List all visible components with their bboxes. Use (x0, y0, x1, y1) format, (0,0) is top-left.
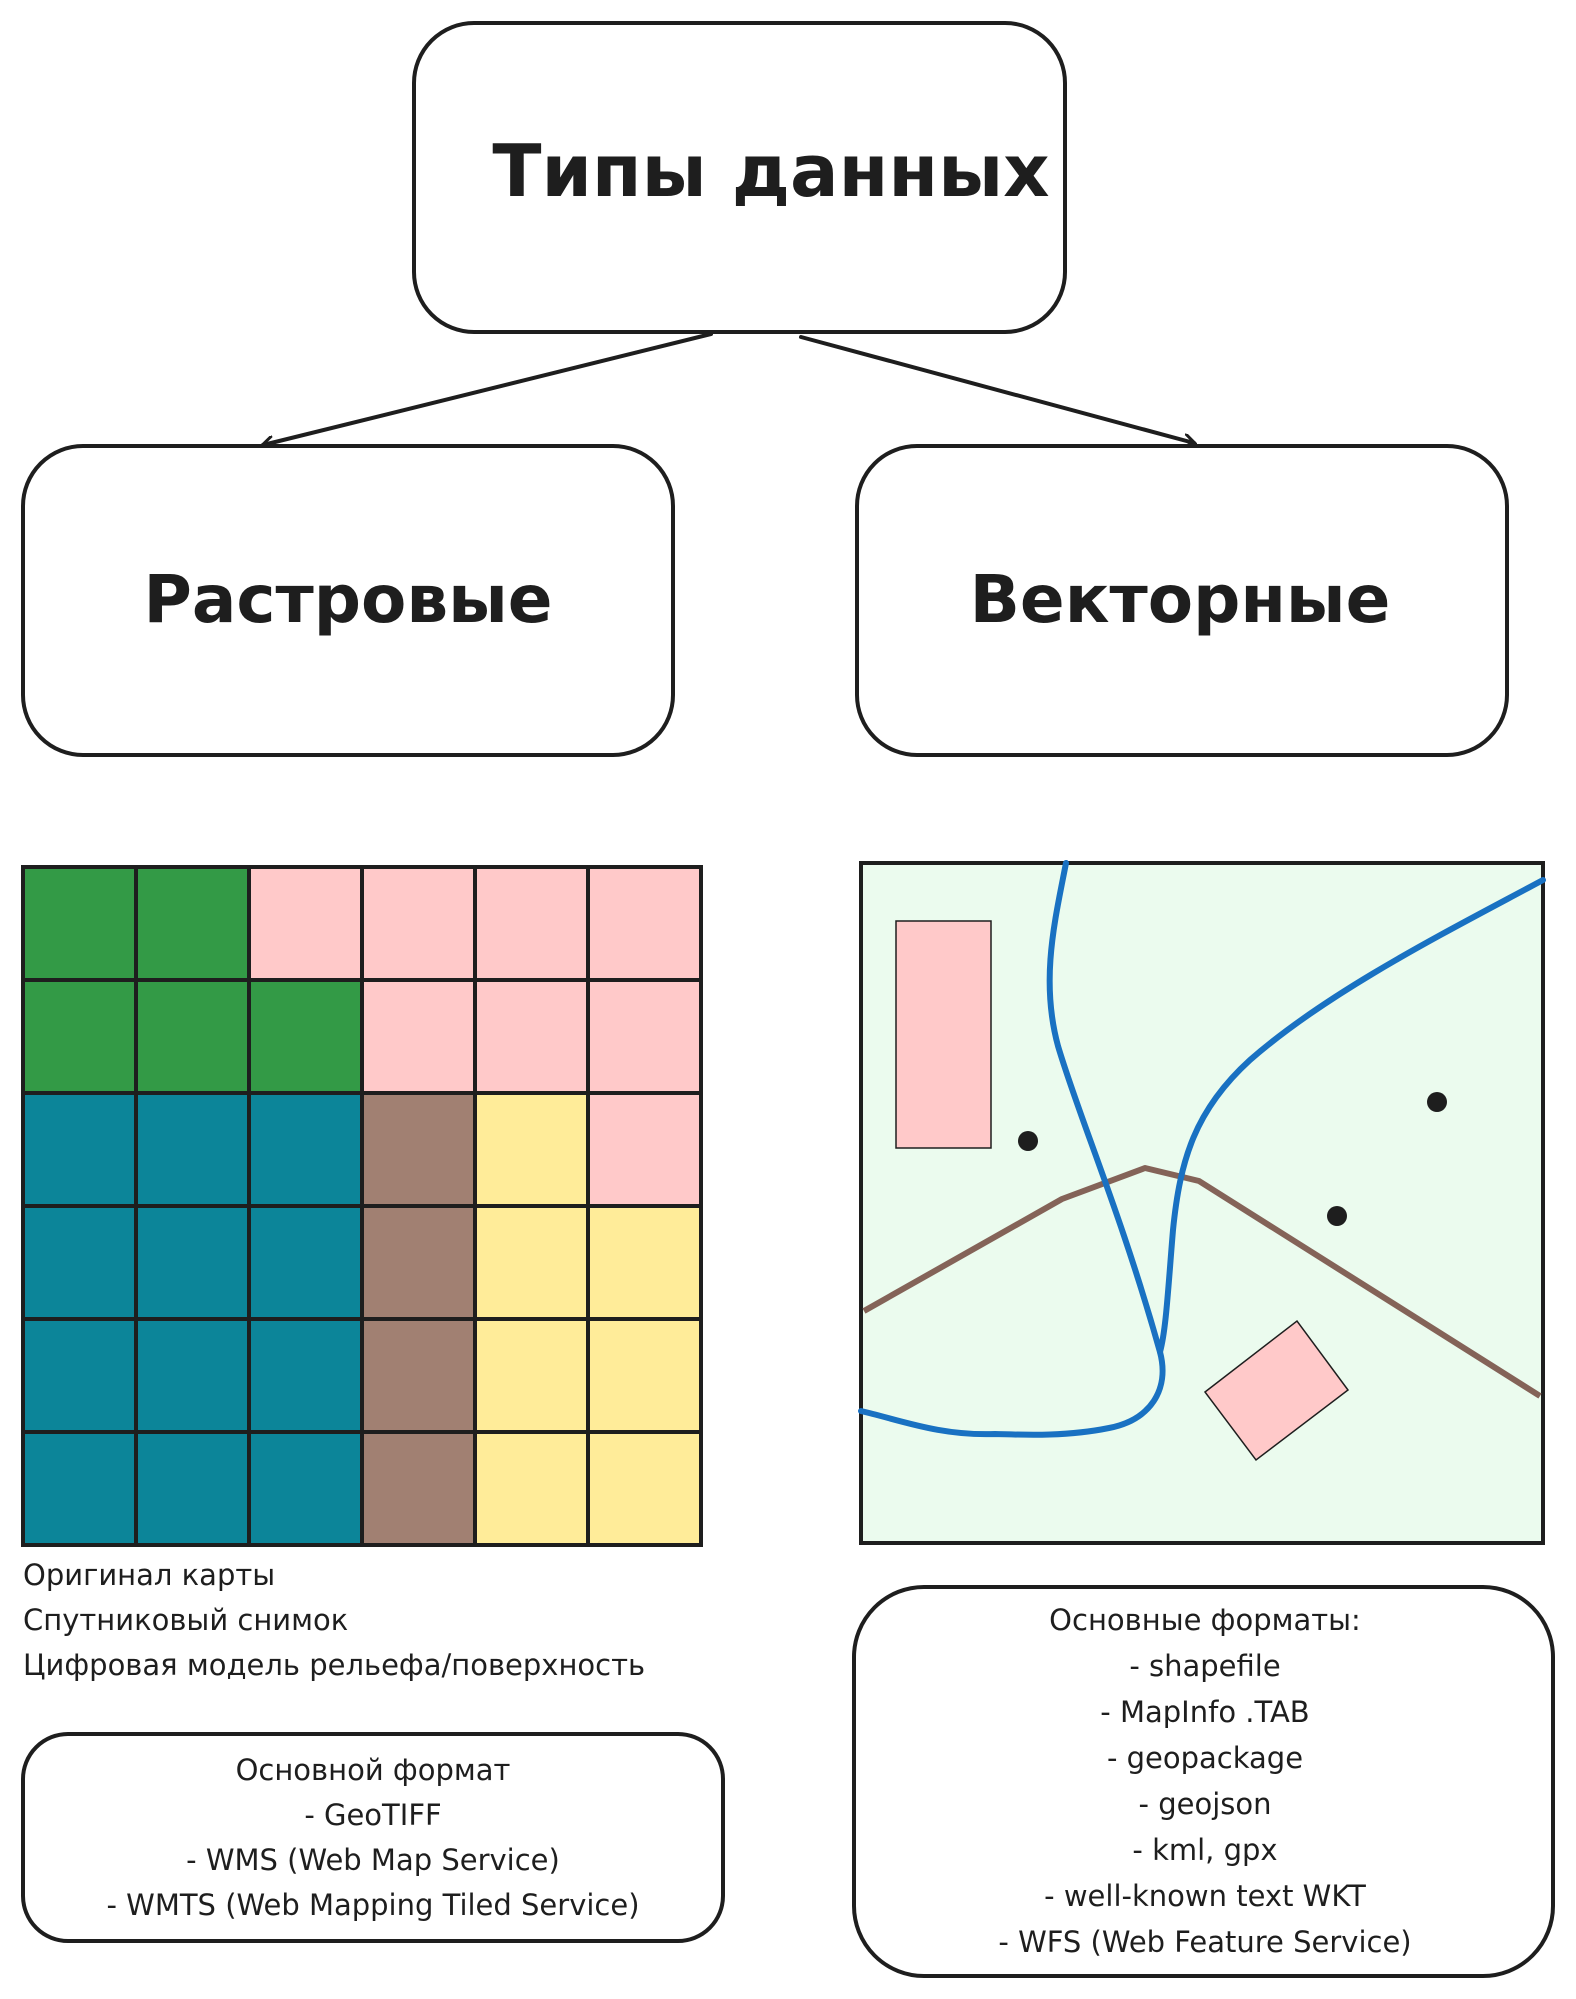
raster-cell (247, 1317, 364, 1434)
raster-cell (134, 865, 251, 982)
raster-cell (360, 1317, 477, 1434)
vector-format-line: - shapefile (1129, 1649, 1280, 1683)
vector-format-line: - kml, gpx (1132, 1833, 1277, 1867)
raster-example: Оригинал карты (23, 1558, 275, 1592)
raster-cell (247, 865, 364, 982)
raster-cell (473, 978, 590, 1095)
raster-node: Растровые (21, 444, 675, 757)
raster-cell (360, 865, 477, 982)
raster-cell (360, 978, 477, 1095)
raster-cell (247, 978, 364, 1095)
raster-cell (586, 1317, 703, 1434)
raster-cell (586, 1430, 703, 1547)
raster-cell (473, 1204, 590, 1321)
raster-cell (21, 1430, 138, 1547)
vector-format-line: - MapInfo .TAB (1100, 1695, 1309, 1729)
raster-examples: Оригинал карты Спутниковый снимок Цифров… (23, 1558, 645, 1682)
vector-node: Векторные (855, 444, 1509, 757)
raster-cell (360, 1430, 477, 1547)
river-line (858, 860, 1166, 1438)
raster-cell (360, 1091, 477, 1208)
raster-cell (134, 978, 251, 1095)
root-label: Типы данных (492, 129, 1049, 213)
raster-formats-box: Основной формат - GeoTIFF - WMS (Web Map… (21, 1732, 725, 1943)
raster-cell (21, 978, 138, 1095)
root-node: Типы данных (412, 21, 1067, 334)
raster-cell (360, 1204, 477, 1321)
raster-cell (586, 978, 703, 1095)
raster-cell (586, 1091, 703, 1208)
arrow-to-raster (263, 332, 713, 445)
raster-cell (586, 1204, 703, 1321)
raster-cell (247, 1430, 364, 1547)
raster-cell (473, 1317, 590, 1434)
vector-label: Векторные (970, 561, 1391, 638)
raster-example: Спутниковый снимок (23, 1603, 348, 1637)
raster-cell (247, 1091, 364, 1208)
raster-format-line: Основной формат (236, 1753, 511, 1787)
arrow-to-vector (799, 335, 1194, 443)
vector-map (858, 860, 1546, 1545)
raster-cell (134, 1204, 251, 1321)
road-line (862, 1165, 1542, 1399)
raster-grid (21, 865, 703, 1547)
raster-cell (247, 1204, 364, 1321)
raster-cell (473, 1091, 590, 1208)
raster-cell (134, 1091, 251, 1208)
point-feature (1327, 1206, 1347, 1226)
raster-format-line: - GeoTIFF (304, 1798, 441, 1832)
polygon-rotated-rectangle (1203, 1319, 1350, 1462)
vector-format-line: - geojson (1139, 1787, 1272, 1821)
vector-format-line: - WFS (Web Feature Service) (998, 1925, 1411, 1959)
raster-cell (21, 865, 138, 982)
vector-format-line: Основные форматы: (1049, 1603, 1361, 1637)
raster-example: Цифровая модель рельефа/поверхность (23, 1648, 645, 1682)
raster-cell (473, 1430, 590, 1547)
raster-cell (586, 865, 703, 982)
point-feature (1018, 1131, 1038, 1151)
raster-label: Растровые (143, 561, 552, 638)
raster-cell (21, 1091, 138, 1208)
point-feature (1427, 1092, 1447, 1112)
raster-cell (473, 865, 590, 982)
raster-format-line: - WMS (Web Map Service) (186, 1843, 560, 1877)
vector-format-line: - geopackage (1107, 1741, 1303, 1775)
raster-cell (21, 1204, 138, 1321)
river-tributary-line (1157, 877, 1546, 1355)
vector-formats-box: Основные форматы: - shapefile - MapInfo … (852, 1585, 1555, 1978)
raster-format-line: - WMTS (Web Mapping Tiled Service) (106, 1888, 639, 1922)
raster-cell (134, 1317, 251, 1434)
polygon-rectangle (895, 920, 992, 1149)
raster-cell (21, 1317, 138, 1434)
vector-format-line: - well-known text WKT (1044, 1879, 1366, 1913)
raster-cell (134, 1430, 251, 1547)
